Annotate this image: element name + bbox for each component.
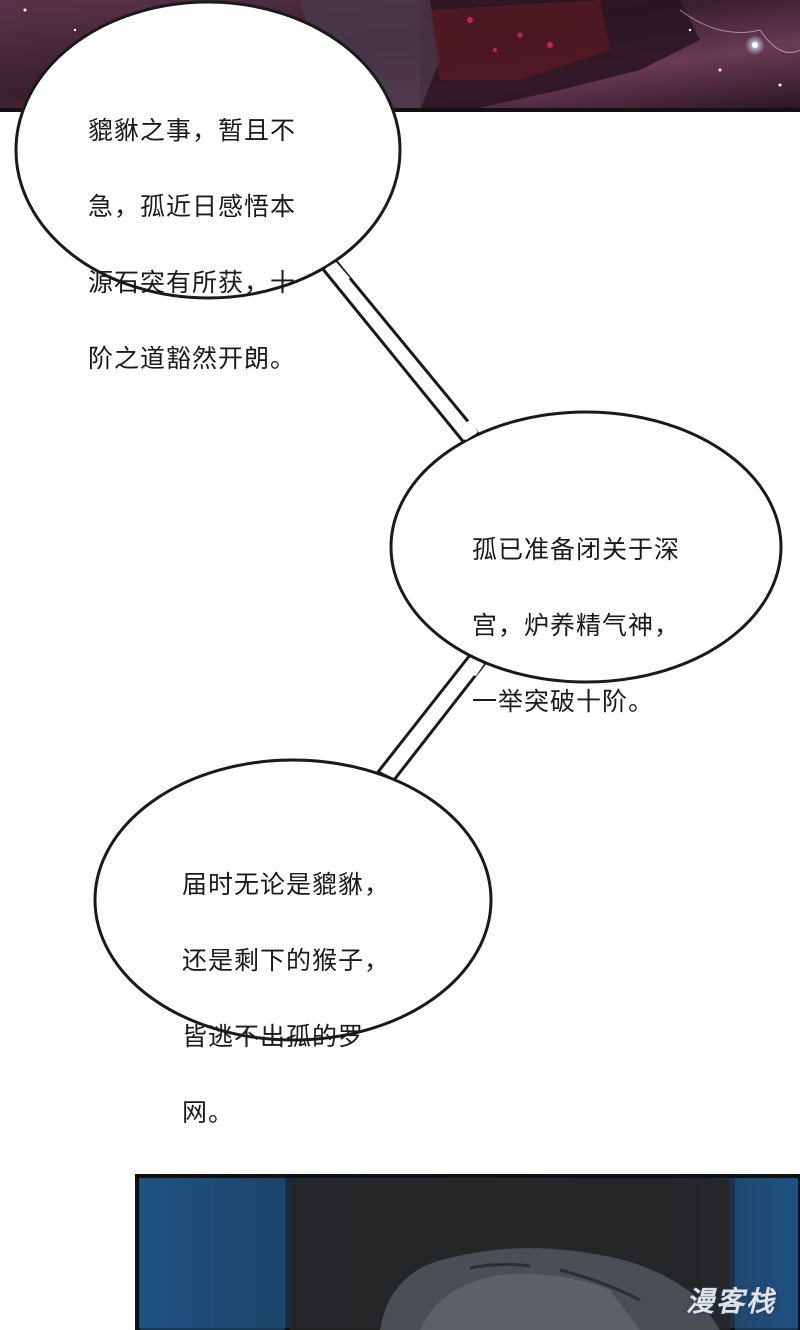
bubble-2-line: 孤已准备闭关于深 [472,535,681,564]
bubble-1-line: 阶之道豁然开朗。 [88,344,297,373]
bubble-2-line: 一举突破十阶。 [472,687,655,716]
bubble-1-line: 貔貅之事，暂且不 [88,116,297,145]
bubble-3-line: 皆逃不出孤的罗 [182,1022,365,1051]
speech-bubble-1 [14,0,402,300]
site-watermark-logo: 漫客栈 [685,1285,776,1318]
speech-bubble-1-text: 貔貅之事，暂且不 急，孤近日感悟本 源石突有所获，十 阶之道豁然开朗。 [88,74,296,416]
speech-bubble-2-text: 孤已准备闭关于深 宫，炉养精气神， 一举突破十阶。 [472,493,680,759]
bubble-3-line: 届时无论是貔貅， [182,870,391,899]
speech-bubble-3 [93,758,493,1042]
bubble-3-line: 还是剩下的猴子， [182,946,391,975]
bubble-connector-1 [320,258,482,447]
bubble-1-line: 源石突有所获，十 [88,268,297,297]
bubble-1-line: 急，孤近日感悟本 [88,192,297,221]
bottom-panel [135,1174,800,1330]
bubble-2-line: 宫，炉养精气神， [472,611,681,640]
speech-bubble-3-text: 届时无论是貔貅， 还是剩下的猴子， 皆逃不出孤的罗 网。 [182,828,390,1170]
speech-bubble-2 [389,410,783,684]
bubble-3-line: 网。 [182,1098,235,1127]
